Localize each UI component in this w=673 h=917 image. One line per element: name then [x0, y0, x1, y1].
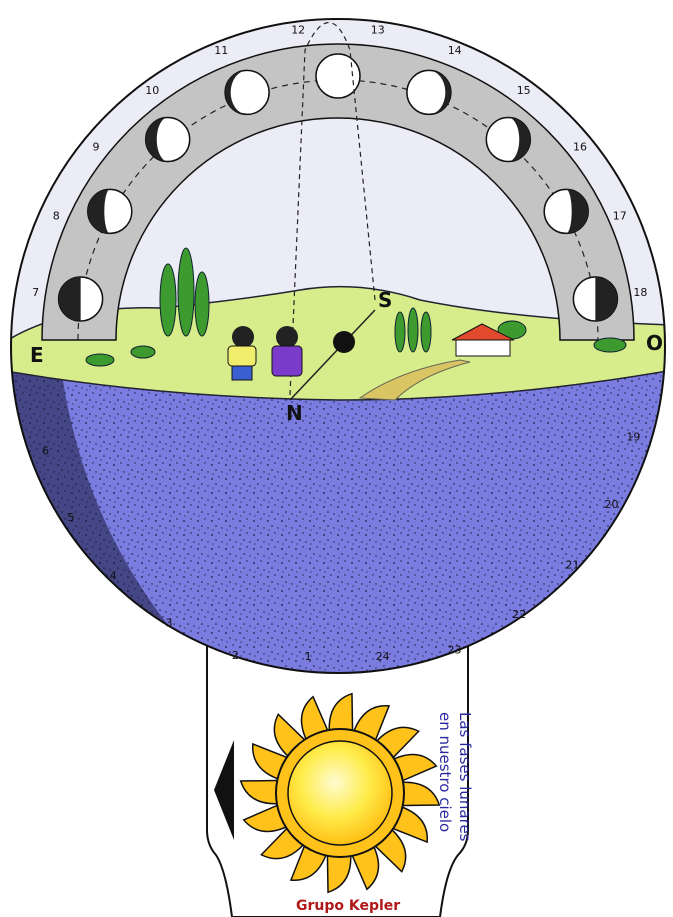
- moon-phase-shadow: [566, 189, 589, 234]
- sky-hour-11: 11: [214, 44, 228, 57]
- ground-hour-6: 6: [42, 444, 49, 457]
- moon-phase-shadow: [595, 276, 618, 321]
- ground-hour-20: 20: [605, 498, 619, 511]
- ground-hour-2: 2: [232, 649, 239, 662]
- sky-hour-12: 12: [291, 24, 305, 37]
- moon-track: [41, 43, 635, 341]
- cardinal-north: N: [286, 401, 303, 425]
- sky-hour-15: 15: [517, 84, 531, 97]
- sky-hour-14: 14: [448, 44, 462, 57]
- sky-hour-7: 7: [32, 286, 39, 299]
- cardinal-west: O: [646, 331, 663, 355]
- moon-phase-shadow: [145, 117, 168, 162]
- observers: [227, 326, 303, 381]
- sky-hour-16: 16: [573, 140, 587, 153]
- moon-phase-shadow: [87, 189, 110, 234]
- ground-hour-24: 24: [376, 650, 390, 663]
- sky-hour-10: 10: [145, 84, 159, 97]
- sun-ray: [328, 692, 354, 738]
- farmhouse: [451, 323, 515, 357]
- sun-ray: [326, 848, 352, 894]
- moon-phase-shadow: [428, 70, 451, 115]
- tab-title-line2: en nuestro cielo: [436, 712, 454, 832]
- moon-phase-shadow: [225, 70, 248, 115]
- moon-phase-disk: [224, 69, 270, 116]
- ground-hour-5: 5: [68, 511, 75, 524]
- sky-hour-17: 17: [613, 209, 627, 222]
- moon-phase-shadow: [508, 117, 531, 162]
- tab-title-line1: Las fases lunares: [456, 712, 474, 842]
- ground-hour-1: 1: [305, 650, 312, 663]
- ground-hour-23: 23: [448, 644, 462, 657]
- brand-label: Grupo Kepler: [296, 898, 400, 914]
- sun-ray: [239, 779, 285, 805]
- new-moon-on-horizon: [333, 331, 355, 353]
- sky-hour-18: 18: [633, 286, 647, 299]
- moon-phase-disk: [406, 69, 452, 116]
- cardinal-south: S: [378, 288, 392, 312]
- moon-phases: [57, 53, 619, 322]
- sun-icon: [239, 692, 441, 894]
- ground-hour-21: 21: [566, 559, 580, 572]
- moon-phase-disk: [315, 53, 361, 99]
- ground-hour-22: 22: [512, 608, 526, 621]
- sky-hour-labels: 7 8 9 10 11 12 13 14 15 16 17 18: [32, 24, 647, 300]
- ground-hour-4: 4: [110, 570, 117, 583]
- sky-hour-9: 9: [93, 140, 100, 153]
- trees: [85, 247, 627, 367]
- moon-phase-shadow: [58, 276, 81, 321]
- meridian-line: [289, 21, 376, 396]
- sky-hour-8: 8: [53, 209, 60, 222]
- sky-hour-13: 13: [371, 24, 385, 37]
- pointer-arrow: [214, 740, 234, 840]
- sun-ray: [395, 781, 441, 807]
- ground-hour-3: 3: [166, 617, 173, 630]
- dial-outline: [10, 18, 666, 674]
- ground-hour-19: 19: [626, 431, 640, 444]
- cardinal-east: E: [30, 343, 44, 367]
